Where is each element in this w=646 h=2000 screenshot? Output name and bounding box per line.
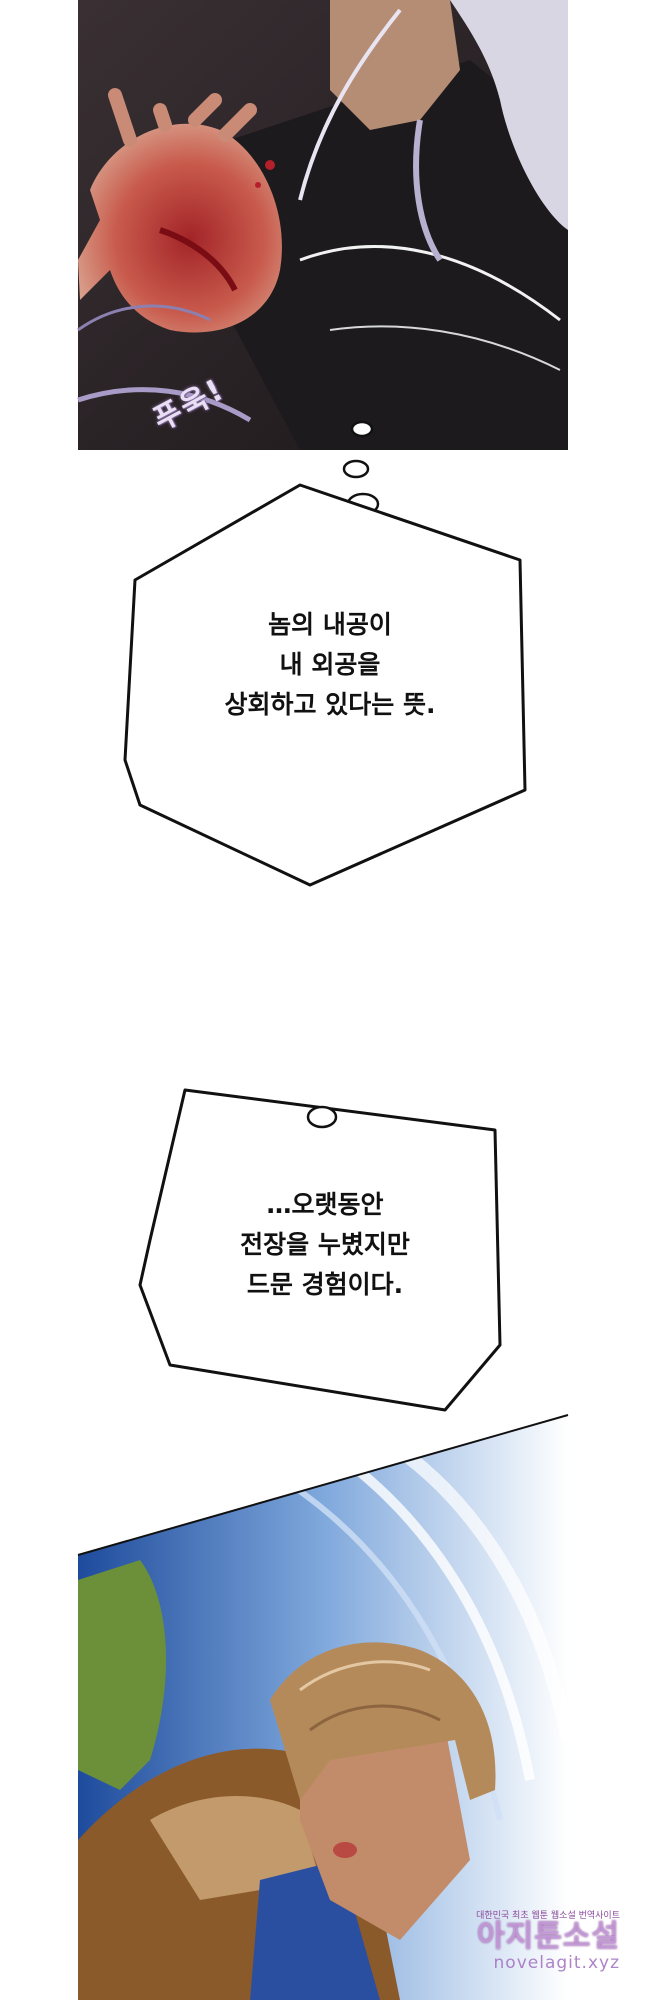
face-2-shape [300, 1700, 470, 1940]
speech-bubble-1: 놈의 내공이 내 외공을 상회하고 있다는 뜻. [150, 605, 510, 725]
grass-shape [78, 1560, 167, 1790]
speech-bubble-1-shape [123, 483, 527, 887]
bubble-2-line-2: 전장을 누볐지만 [240, 1230, 410, 1259]
watermark-tagline: 대한민국 최초 웹툰 웹소설 번역사이트 [476, 1911, 620, 1921]
face-shape [330, 0, 460, 130]
speech-bubble-2-shape [138, 1088, 502, 1412]
bubble-1-line-3: 상회하고 있다는 뜻. [224, 690, 436, 719]
silver-hair-shape [450, 0, 568, 230]
bubble-1-line-1: 놈의 내공이 [268, 610, 392, 639]
bubble-2-line-3: 드문 경험이다. [246, 1270, 404, 1299]
top-panel [77, 0, 568, 450]
speech-bubble-2: …오랫동안 전장을 누볐지만 드문 경험이다. [170, 1185, 480, 1305]
bubble-2-line-1: …오랫동안 [266, 1190, 384, 1219]
watermark-logo-text: 아지툰소설 [477, 1919, 620, 1954]
bubble-1-line-2: 내 외공을 [279, 650, 381, 679]
watermark-url: novelagit.xyz [493, 1953, 620, 1973]
watermark: 대한민국 최초 웹툰 웹소설 번역사이트 아지툰소설 novelagit.xyz [380, 1908, 620, 1973]
bottom-panel [77, 1414, 569, 2000]
robe-shape [220, 60, 568, 450]
thought-dot-2 [306, 1105, 338, 1129]
brown-hair-shape [270, 1642, 496, 1800]
